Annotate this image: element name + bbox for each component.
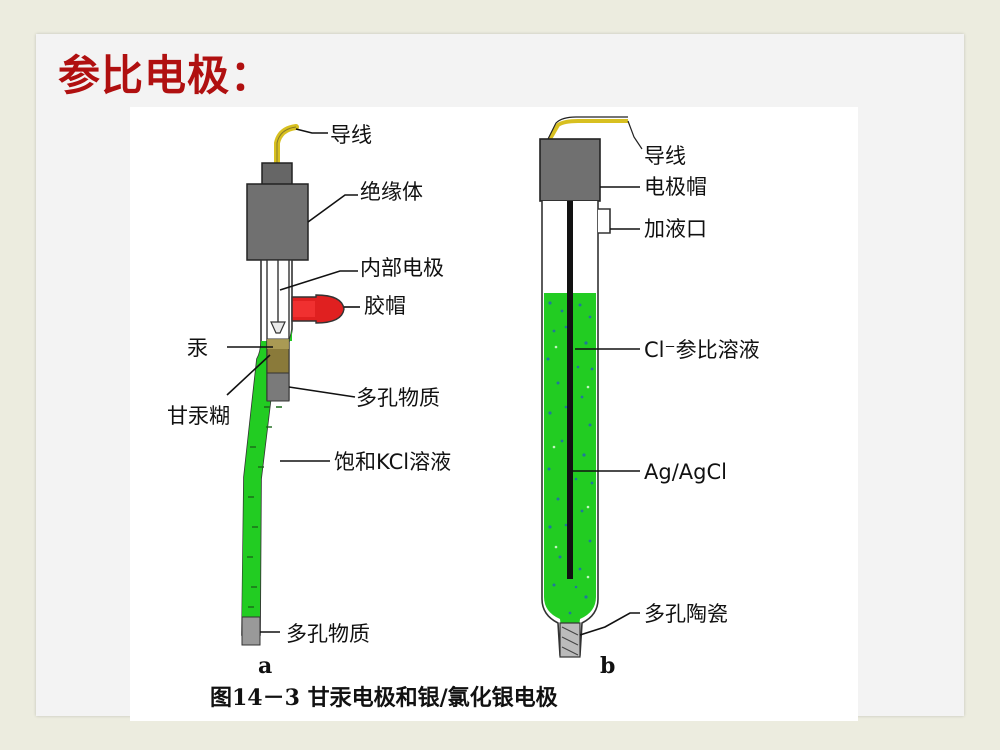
label-b-cl-solution: Cl⁻参比溶液 (644, 338, 760, 362)
kcl-solution (242, 329, 292, 617)
label-a-inner-electrode: 内部电极 (360, 256, 444, 280)
electrode-figure: 导线 绝缘体 内部电极 胶帽 汞 多孔物质 甘汞糊 饱和KCl溶液 多孔物质 a (130, 107, 858, 721)
porous-plug-upper (266, 372, 290, 402)
label-b-electrode-cap: 电极帽 (644, 175, 707, 199)
sublabel-a: a (258, 653, 272, 679)
porous-plug-lower (241, 616, 261, 646)
electrode-cap (539, 138, 601, 202)
label-a-porous-upper: 多孔物质 (356, 386, 440, 410)
insulator-body (246, 183, 309, 261)
mercury-drop (270, 321, 286, 334)
label-a-rubber-cap: 胶帽 (364, 294, 406, 318)
label-a-insulator: 绝缘体 (360, 180, 423, 204)
silver-chloride-electrode: 导线 电极帽 加液口 Cl⁻参比溶液 Ag/AgCl 多孔陶瓷 b (539, 116, 760, 679)
calomel-electrode: 导线 绝缘体 内部电极 胶帽 汞 多孔物质 甘汞糊 饱和KCl溶液 多孔物质 a (167, 123, 451, 679)
label-a-mercury: 汞 (187, 336, 208, 360)
label-a-wire: 导线 (330, 123, 372, 147)
label-a-calomel-paste: 甘汞糊 (167, 404, 230, 428)
wire-b (548, 119, 628, 140)
label-b-porous-ceramic: 多孔陶瓷 (644, 602, 728, 626)
insulator-top (261, 162, 293, 186)
porous-ceramic (559, 622, 581, 658)
label-b-ag-agcl: Ag/AgCl (644, 460, 727, 484)
sublabel-b: b (600, 653, 615, 679)
figure-caption: 图14－3 甘汞电极和银/氯化银电极 (210, 685, 559, 711)
wire-a (274, 124, 299, 170)
ag-agcl-wire (567, 201, 573, 579)
label-a-kcl-solution: 饱和KCl溶液 (334, 450, 451, 474)
label-b-wire: 导线 (644, 144, 686, 168)
label-b-fill-port: 加液口 (644, 217, 707, 241)
label-a-porous-lower: 多孔物质 (286, 622, 370, 646)
slide-title: 参比电极： (58, 51, 274, 100)
fill-port (598, 208, 611, 234)
